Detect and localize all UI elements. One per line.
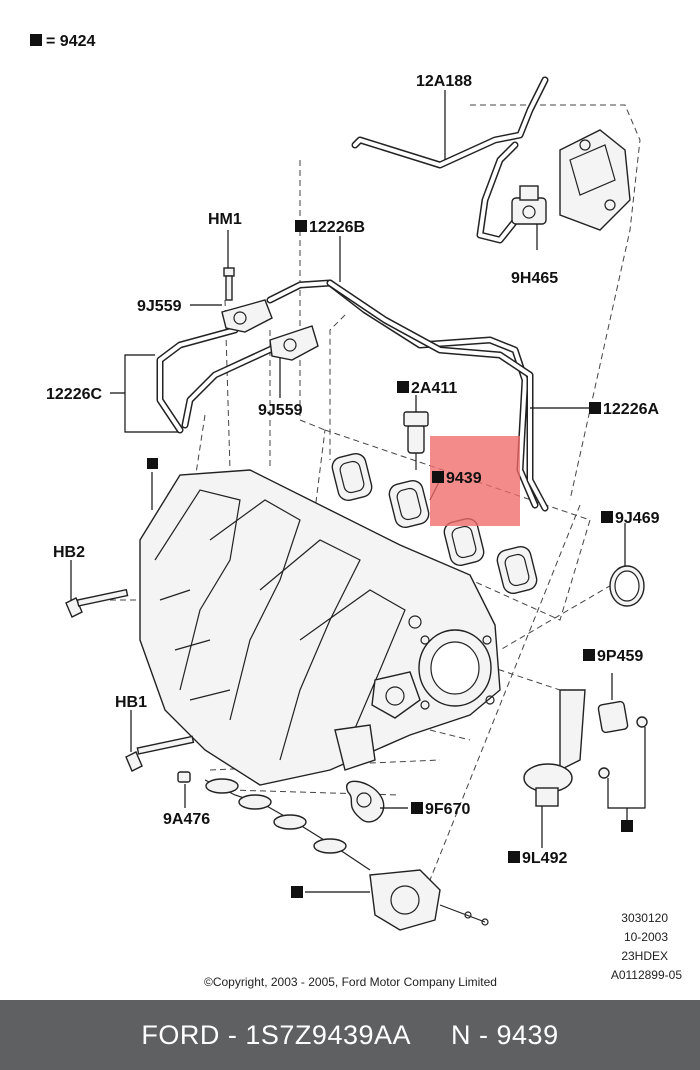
callout-2a411: 2A411 [411,380,457,397]
guide-line [299,160,326,431]
legend-text: = 9424 [46,33,95,50]
callout-hm1: HM1 [208,211,242,228]
guide-line [429,504,581,881]
part-number-bar: FORD - 1S7Z9439AA N - 9439 [0,1000,700,1070]
info-line: A0112899-05 [611,968,683,982]
callout-square-icon [583,649,595,661]
manifold-runner-actuator [369,869,489,931]
bolt-hb1 [125,735,195,772]
guide-line [329,314,346,460]
sensor-2a411 [403,411,429,470]
info-line: 10-2003 [624,930,668,944]
gasket-9f670 [345,780,385,823]
callout-square-icon [295,220,307,232]
callout-hb2: HB2 [53,544,85,561]
callout-12226a: 12226A [603,401,659,418]
copyright-text: ©Copyright, 2003 - 2005, Ford Motor Comp… [204,975,497,989]
callout-9f670: 9F670 [425,801,470,818]
callout-square-icon [397,381,409,393]
callout-square-icon [508,851,520,863]
chain-gasket [204,778,371,871]
callout-12226b: 12226B [309,219,365,236]
o-ring-9j469 [609,565,645,607]
valve-9j559-lower [269,325,319,361]
guide-line [194,299,231,481]
callout-square-icon [432,471,444,483]
reference-number-text: N - 9439 [451,1019,559,1050]
solenoid-valve-9h465 [511,185,547,225]
gasket-frame [314,429,591,621]
callout-9j559-upper: 9J559 [137,298,182,315]
intake-gaskets-9439 [331,452,538,595]
callout-9l492: 9L492 [522,850,567,867]
legend-square-icon [30,34,42,46]
callout-9a476: 9A476 [163,811,210,828]
callout-square-icon [291,886,303,898]
intake-manifold [139,469,501,786]
callout-hb1: HB1 [115,694,147,711]
callout-9h465: 9H465 [511,270,558,287]
callout-9439: 9439 [446,470,482,487]
exploded-parts-diagram: = 9424 [30,33,683,989]
callout-12226c: 12226C [46,386,102,403]
callout-square-icon [601,511,613,523]
callout-9p459: 9P459 [597,648,643,665]
valve-9j559-upper [221,299,273,333]
screws-9l492 [598,716,648,779]
bracket-assembly [559,129,631,231]
plug-9a476 [177,771,191,783]
bolt-hb2 [65,588,129,618]
highlight-9439 [430,436,520,526]
callout-9j559-lower: 9J559 [258,402,303,419]
callout-square-icon [621,820,633,832]
valve-9l492 [523,689,586,807]
callout-square-icon [147,458,158,469]
vacuum-hose-12a188 [351,76,549,169]
guide-line [470,104,641,501]
part-number-text: FORD - 1S7Z9439AA [141,1019,412,1050]
info-line: 3030120 [621,911,668,925]
callout-square-icon [411,802,423,814]
bolt-hm1 [223,267,235,301]
callout-square-icon [589,402,601,414]
info-line: 23HDEX [621,949,668,963]
callout-12a188: 12A188 [416,73,472,90]
sensor-9p459 [597,700,629,734]
callout-9j469: 9J469 [615,510,660,527]
